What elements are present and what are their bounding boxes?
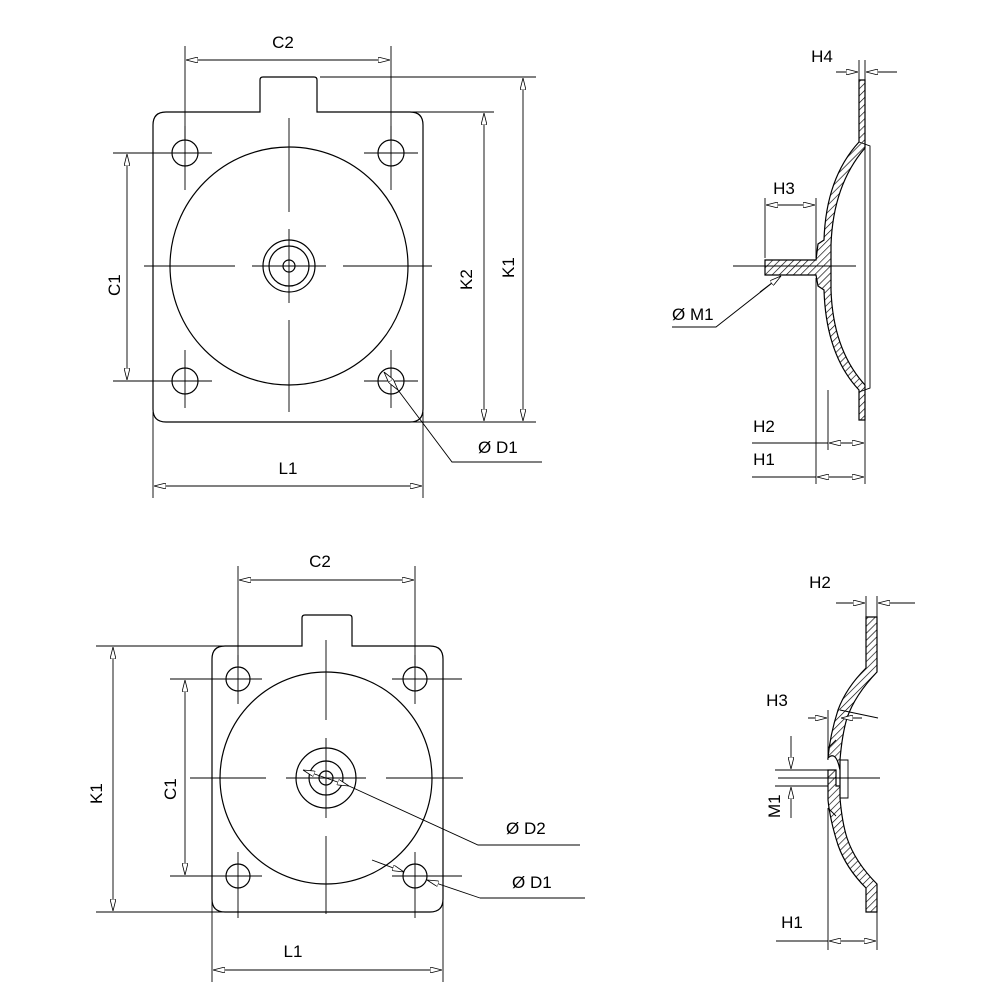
top-side-section (764, 79, 866, 421)
top-m1-leader (672, 275, 782, 328)
top-k1-label: K1 (499, 257, 518, 278)
top-side-rim (858, 141, 871, 393)
bottom-d2-arrow (303, 769, 349, 787)
top-h3-label: H3 (773, 179, 795, 198)
top-k2-label: K2 (457, 269, 476, 290)
bottom-m1-label: M1 (765, 794, 784, 818)
bottom-d1-arrow-right (427, 879, 481, 899)
bottom-h3-label: H3 (766, 691, 788, 710)
top-d1-arrow (384, 372, 398, 390)
bottom-h1-label: H1 (781, 913, 803, 932)
bottom-side-bore (840, 759, 849, 799)
top-c1-label: C1 (105, 274, 124, 296)
bottom-side-view: H2 H3 M1 H1 (765, 573, 915, 950)
top-h1-label: H1 (753, 450, 775, 469)
bottom-front-view: C2 C1 K1 L1 Ø D2 Ø D1 (87, 552, 585, 982)
top-m1-arrow (759, 276, 781, 293)
bottom-d2-leader (348, 785, 580, 846)
bottom-k1-label: K1 (87, 783, 106, 804)
bottom-d2-label: Ø D2 (506, 819, 546, 838)
top-h4-label: H4 (811, 47, 833, 66)
top-m1-label: Ø M1 (672, 305, 714, 324)
bottom-c2-label: C2 (309, 552, 331, 571)
top-c2-label: C2 (272, 33, 294, 52)
top-side-view: H4 H3 Ø M1 H2 H1 (672, 47, 897, 484)
top-d1-leader (397, 389, 542, 463)
top-l1-label: L1 (279, 459, 298, 478)
bottom-plate-outline (211, 614, 444, 913)
bottom-d1-label: Ø D1 (512, 873, 552, 892)
bottom-side-section (827, 616, 878, 913)
bottom-center-lines (170, 640, 463, 918)
bottom-l1-label: L1 (284, 942, 303, 961)
bottom-h2-label: H2 (809, 573, 831, 592)
top-h2-label: H2 (753, 417, 775, 436)
bottom-side-chamfer-top (827, 739, 837, 749)
top-front-view: C2 C1 K2 K1 L1 Ø D1 (105, 33, 542, 498)
top-d1-label: Ø D1 (478, 438, 518, 457)
bottom-c1-label: C1 (161, 778, 180, 800)
bottom-d1-arrow-left (371, 859, 404, 873)
top-plate-outline (152, 76, 424, 423)
bottom-side-chamfer-bottom (827, 807, 837, 817)
